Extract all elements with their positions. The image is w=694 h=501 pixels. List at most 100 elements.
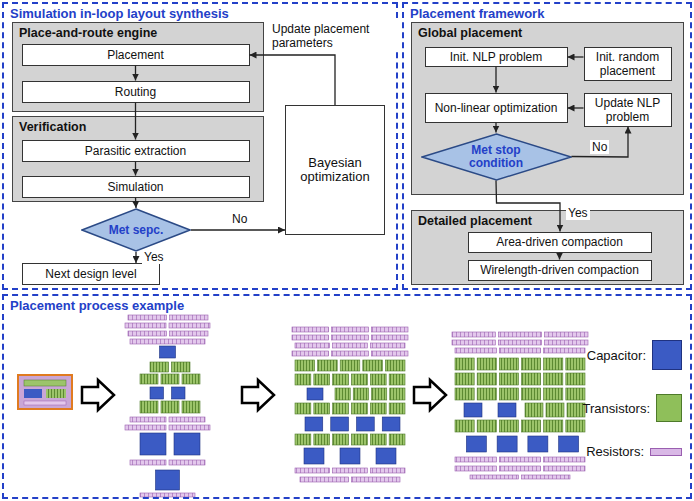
transistor-cell [389,374,405,385]
group-box: VerificationParasitic extractionSimulati… [12,116,264,202]
transistor-cell [340,360,360,371]
resistor-cell [130,339,205,344]
resistor-cell [292,351,329,356]
transistor-cell [318,360,338,371]
edge-label: Update placement parameters [270,22,398,50]
transistor-cell [314,434,330,445]
capacitor-cell [559,436,579,452]
resistor-cell [544,466,585,471]
diamond-shape [82,209,190,251]
capacitor-cell [382,417,400,431]
transistor-cell [370,403,386,414]
transistor-cell [161,401,179,413]
node-label: Non-linear optimization [435,101,558,115]
resistor-cell [499,466,540,471]
transistor-cell [477,373,496,385]
edge-label: Yes [142,250,166,264]
capacitor-cell [528,436,548,452]
resistor-cell [370,343,405,348]
capacitor-cell [307,388,323,400]
transistor-cell [477,388,496,400]
transistor-cell [389,434,405,445]
resistor-cell [455,348,496,353]
resistor-cell [499,348,540,353]
resistor-cell [498,340,541,345]
transistor-cell [544,358,563,370]
resistor-cell [522,475,571,479]
node-label: Met sepc. [109,224,164,237]
transistor-cell [546,403,564,417]
legend-label: Resistors: [586,444,644,459]
decision-diamond: Met sepc. [81,208,191,252]
node-label: Routing [115,85,156,99]
process-box: Non-linear optimization [425,93,568,123]
transistor-cell [353,388,368,400]
resistor-cell [455,457,496,462]
capacitor-cell [357,417,375,431]
dashed-panel: Placement process exampleCapacitor: Trans… [2,294,692,499]
transistor-cell [522,420,541,432]
resistor-cell [292,335,329,340]
resistor-cell [452,340,495,345]
capacitor-cell [331,417,349,431]
legend-label: Capacitor: [587,348,646,363]
panel-title: Placement process example [10,298,184,313]
resistor-cell [545,340,588,345]
resistor-cell [295,468,330,473]
resistor-cell [128,331,167,336]
transistor-cell [499,420,518,432]
resistor-cell [300,477,349,482]
panel-title: Placement framework [410,6,544,21]
legend-swatch [656,394,682,422]
capacitor-cell [497,436,517,452]
resistor-cell [332,335,369,340]
group-title: Detailed placement [418,214,532,228]
transistor-cell [150,362,169,372]
transistor-cell [372,388,387,400]
group-box: Global placementInit. NLP problemInit. r… [411,22,684,195]
process-box: Wirelength-driven compaction [468,260,652,281]
capacitor-cell [150,387,164,399]
transistor-cell [295,360,315,371]
legend-item: Transistors: [583,394,682,422]
resistor-cell [470,475,519,479]
capacitor-cell [466,436,486,452]
legend-item: Capacitor: [587,340,682,370]
resistor-cell [295,343,330,348]
capacitor-cell [305,417,323,431]
resistor-cell [333,343,368,348]
resistor-cell [498,332,541,337]
transistor-cell [172,362,191,372]
edge-label: No [230,212,249,226]
legend-label: Transistors: [583,401,650,416]
resistor-cell [125,323,166,328]
node-label: Update NLP problem [589,96,667,124]
process-box: Simulation [22,176,250,198]
edge-label: Yes [566,206,590,220]
decision-diamond: Met stop condition [421,133,572,181]
transistor-cell [295,374,311,385]
transistor-cell [140,401,158,413]
resistor-cell [352,477,401,482]
step-arrow [414,380,446,410]
resistor-cell [332,327,369,332]
resistor-cell [128,315,167,320]
transistor-cell [522,373,541,385]
transistor-cell [566,358,585,370]
transistor-cell [477,358,496,370]
legend-swatch [650,448,682,456]
diamond-shape [422,134,571,180]
initial-placement [18,375,72,409]
capacitor-cell [464,403,482,417]
resistor-cell [545,332,588,337]
group-box: Place-and-route enginePlacementRouting [12,22,264,112]
capacitor-cell [498,403,516,417]
process-box: Update NLP problem [584,93,672,127]
capacitor-cell [156,470,180,490]
transistor-cell [363,360,383,371]
node-label: Area-driven compaction [496,235,623,249]
resistor-cell [170,331,209,336]
transistor-cell [522,358,541,370]
node-label: Wirelength-driven compaction [480,263,639,277]
process-box: Parasitic extraction [22,140,250,162]
